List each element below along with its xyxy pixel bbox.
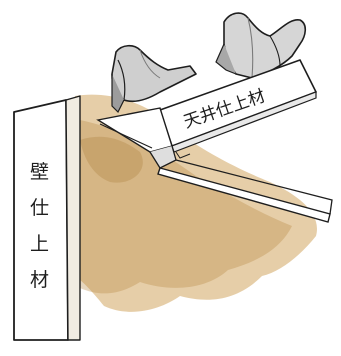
- wall-finish-char-3: 上: [30, 233, 49, 255]
- metal-furring-channel-right: [215, 12, 307, 79]
- wall-finish-char-2: 仕: [30, 197, 49, 219]
- wall-finish-board: [13, 95, 81, 341]
- wall-finish-char-4: 材: [30, 269, 49, 291]
- wall-finish-label: 壁 仕 上 材: [30, 161, 49, 291]
- watercolor-wash: [75, 94, 317, 312]
- metal-furring-channel-left: [111, 44, 197, 114]
- wall-finish-char-1: 壁: [30, 161, 49, 183]
- edge-trim-rail: [96, 107, 333, 223]
